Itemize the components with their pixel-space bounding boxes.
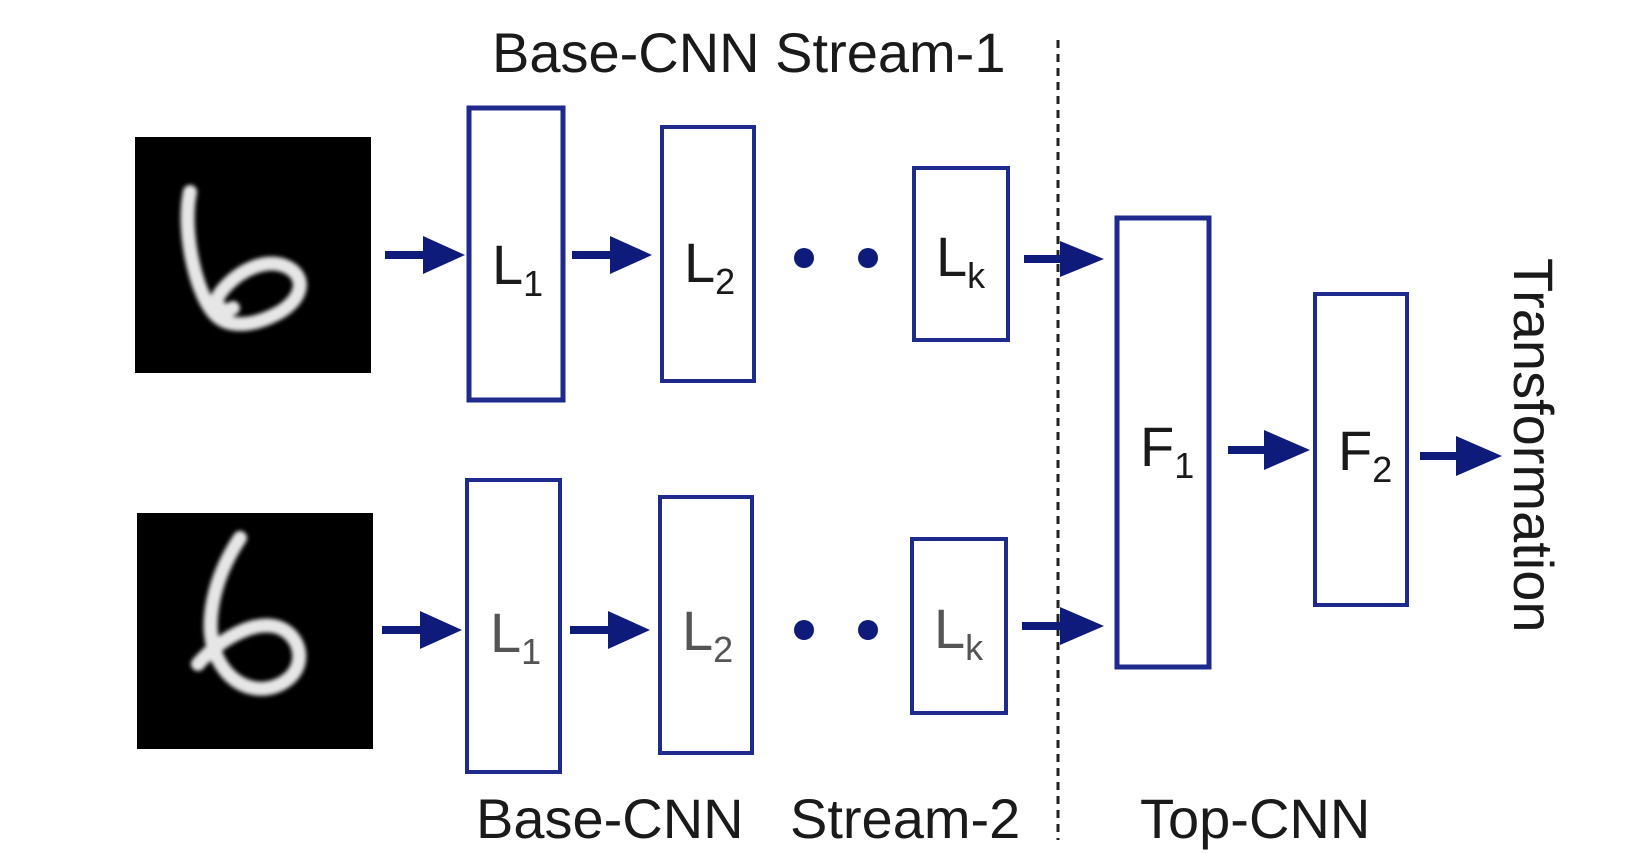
stream2-title-part1: Base-CNN	[476, 787, 744, 850]
stream2-title-part2: Stream-2	[790, 787, 1020, 850]
top-cnn-title: Top-CNN	[1140, 787, 1370, 850]
top-layer-2-box	[1313, 292, 1409, 607]
arrow-right-icon	[382, 611, 462, 649]
ellipsis-dot	[794, 620, 814, 640]
top-layer-1-label: F1	[1140, 415, 1194, 486]
stream1-layer-1-box	[466, 105, 566, 403]
stream2-layer-k-box	[910, 537, 1008, 715]
image-background	[135, 137, 371, 373]
stream2-layer-2-box	[658, 495, 754, 755]
stream2-layer-k-label: Lk	[934, 597, 984, 668]
arrow-right-icon	[1024, 241, 1104, 277]
stream1-layer-k-label: Lk	[936, 225, 986, 296]
input-image-2	[137, 513, 373, 749]
stream1-layer-k-box	[912, 166, 1010, 342]
ellipsis-dot	[858, 248, 878, 268]
arrow-right-icon	[1022, 607, 1104, 645]
stream1-layer-2-label: L2	[684, 231, 735, 302]
ellipsis-dot	[794, 248, 814, 268]
ellipsis-dot	[858, 620, 878, 640]
output-label: Transformation	[1502, 258, 1565, 633]
arrow-right-icon	[570, 611, 650, 649]
arrow-right-icon	[572, 236, 652, 274]
handwritten-digit-icon	[191, 531, 307, 696]
stream2-layer-1-box	[465, 478, 562, 774]
stream1-layer-2-box	[660, 125, 756, 383]
input-image-1	[135, 137, 371, 373]
top-layer-2-label: F2	[1338, 419, 1392, 490]
arrow-right-icon	[385, 236, 465, 274]
stream1-title: Base-CNN Stream-1	[492, 21, 1005, 84]
top-layer-1-box	[1114, 215, 1212, 670]
stream1-layer-1-label: L1	[492, 233, 543, 304]
arrow-right-icon	[1228, 430, 1310, 470]
stream2-layer-1-label: L1	[490, 601, 541, 672]
handwritten-digit-icon	[180, 185, 307, 332]
stream2-layer-2-label: L2	[682, 599, 733, 670]
arrow-right-icon	[1420, 436, 1502, 476]
